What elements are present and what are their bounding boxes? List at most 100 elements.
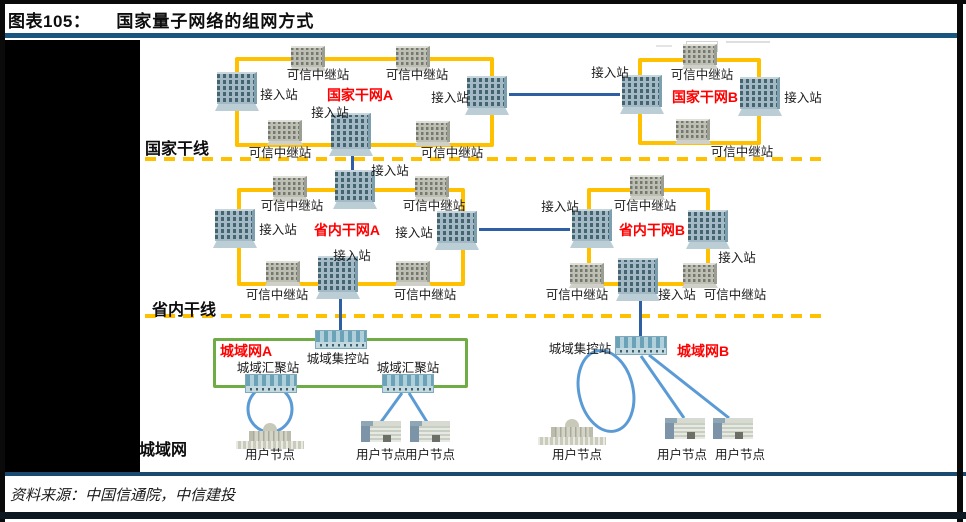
tier-label-national: 国家干线: [145, 141, 210, 158]
erased-building-artifact: [726, 41, 770, 43]
link-national-a-b: [509, 93, 620, 96]
access-station-label: 接入站: [784, 91, 822, 105]
network-label-provincial-b: 省内干网B: [618, 222, 686, 238]
relay-station-label: 可信中继站: [286, 68, 350, 82]
metro-a-user-link: [379, 392, 404, 423]
access-station-icon: [316, 256, 360, 299]
user-node-label: 用户节点: [656, 448, 708, 462]
user-node-label: 用户节点: [404, 448, 456, 462]
metro-control-station-label: 城域集控站: [306, 352, 370, 366]
metro-agg-station-icon: [382, 374, 434, 393]
relay-station-icon: [265, 261, 301, 286]
relay-station-label: 可信中继站: [420, 146, 484, 160]
relay-station-icon: [395, 46, 431, 71]
relay-station-icon: [629, 175, 665, 200]
relay-station-label: 可信中继站: [402, 199, 466, 213]
access-station-label: 接入站: [431, 91, 469, 105]
relay-station-icon: [569, 263, 605, 288]
relay-station-icon: [414, 176, 450, 201]
tier-label-metro: 城域网: [139, 442, 188, 459]
user-node-building-icon: [410, 421, 450, 442]
access-station-icon: [329, 113, 373, 156]
relay-station-label: 可信中继站: [393, 288, 457, 302]
metro-b-user-link: [648, 353, 730, 420]
user-node-building-icon: [236, 423, 304, 449]
user-node-building-icon: [713, 418, 753, 439]
metro-b-fiber-ring: [576, 349, 636, 433]
tier-divider-provincial: [145, 314, 828, 318]
access-station-icon: [738, 77, 782, 116]
user-node-label: 用户节点: [551, 448, 603, 462]
title-rule: [5, 33, 957, 38]
right-border: [957, 0, 963, 522]
figure-title: 图表105： 国家量子网络的组网方式: [8, 7, 314, 32]
access-station-label: 接入站: [371, 164, 409, 178]
access-station-icon: [333, 170, 377, 209]
access-station-icon: [616, 258, 660, 301]
network-label-metro-a: 城域网A: [220, 343, 273, 359]
relay-station-label: 可信中继站: [545, 288, 609, 302]
metro-control-station-icon: [615, 336, 667, 355]
user-node-label: 用户节点: [355, 448, 407, 462]
tier-label-provincial: 省内干线: [152, 302, 217, 319]
figure-title-text: 国家量子网络的组网方式: [116, 12, 315, 31]
metro-control-station-label: 城域集控站: [548, 342, 612, 356]
access-station-label: 接入站: [591, 66, 629, 80]
relay-station-label: 可信中继站: [670, 68, 734, 82]
access-station-icon: [435, 211, 479, 250]
relay-station-icon: [675, 119, 711, 144]
relay-station-icon: [682, 263, 718, 288]
access-station-label: 接入站: [395, 226, 433, 240]
access-station-label: 接入站: [259, 223, 297, 237]
left-border: [0, 0, 5, 522]
user-node-building-icon: [538, 419, 606, 445]
access-station-label: 接入站: [718, 251, 756, 265]
link-provincial-a-metro-a: [339, 293, 342, 334]
relay-station-label: 可信中继站: [703, 288, 767, 302]
link-provincial-b-metro-b: [639, 295, 642, 338]
access-station-label: 接入站: [311, 106, 349, 120]
access-station-label: 接入站: [260, 88, 298, 102]
user-node-building-icon: [665, 418, 705, 439]
figure-number: 图表105：: [8, 12, 91, 31]
network-label-national-a: 国家干网A: [326, 87, 394, 103]
access-station-label: 接入站: [541, 200, 579, 214]
metro-a-user-link: [407, 392, 429, 423]
erased-building-artifact: [656, 45, 672, 47]
access-station-icon: [686, 210, 730, 249]
relay-station-icon: [395, 261, 431, 286]
relay-station-icon: [415, 121, 451, 146]
source-note: 资料来源：中国信通院，中信建投: [10, 488, 236, 504]
access-station-label: 接入站: [658, 288, 696, 302]
relay-station-label: 可信中继站: [613, 199, 677, 213]
relay-station-label: 可信中继站: [245, 288, 309, 302]
metro-agg-station-label: 城域汇聚站: [376, 361, 440, 375]
metro-agg-station-icon: [245, 374, 297, 393]
relay-station-label: 可信中继站: [385, 68, 449, 82]
access-station-label: 接入站: [333, 249, 371, 263]
access-station-icon: [620, 75, 664, 114]
relay-station-icon: [682, 44, 718, 69]
link-national-provincial: [351, 148, 354, 174]
relay-station-label: 可信中继站: [710, 145, 774, 159]
relay-station-icon: [267, 120, 303, 145]
access-station-icon: [570, 209, 614, 248]
access-station-icon: [213, 209, 257, 248]
network-label-provincial-a: 省内干网A: [313, 222, 381, 238]
bottom-border: [0, 512, 966, 519]
network-label-national-b: 国家干网B: [671, 89, 739, 105]
footer-rule: [0, 472, 966, 476]
user-node-label: 用户节点: [244, 448, 296, 462]
link-provincial-a-b: [479, 228, 570, 231]
user-node-label: 用户节点: [714, 448, 766, 462]
access-station-icon: [465, 76, 509, 115]
network-label-metro-b: 城域网B: [677, 343, 730, 359]
relay-station-label: 可信中继站: [248, 146, 312, 160]
tier-divider-national: [145, 157, 828, 161]
metro-control-station-icon: [315, 330, 367, 349]
left-black-margin: [0, 40, 140, 472]
metro-agg-station-label: 城域汇聚站: [236, 361, 300, 375]
access-station-icon: [215, 72, 259, 111]
